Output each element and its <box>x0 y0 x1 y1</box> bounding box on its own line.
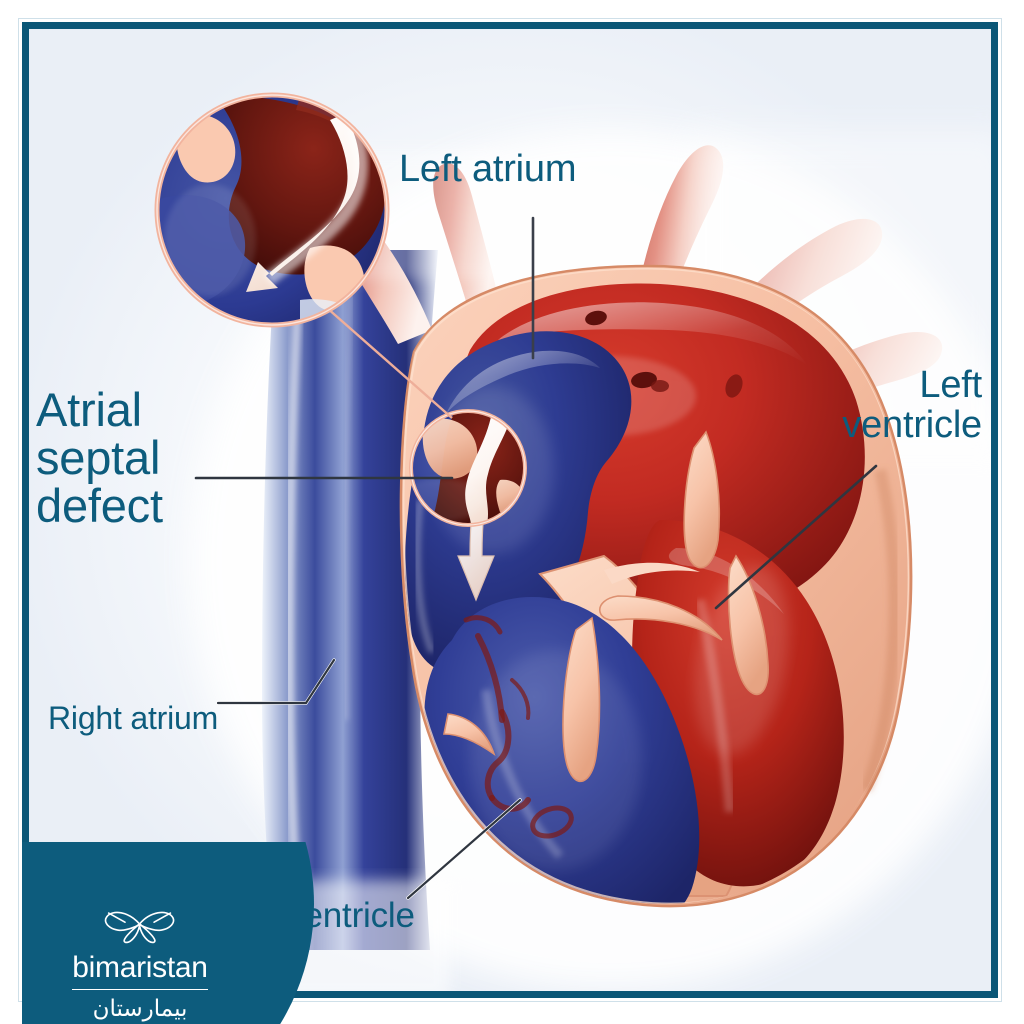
leader-lines <box>194 216 878 900</box>
frame-outer-hairline <box>18 18 1002 1002</box>
brand-wordmark: bimaristan <box>72 951 208 990</box>
label-right-atrium: Right atrium <box>48 700 219 736</box>
brand-badge: bimaristan بيمارستان <box>22 842 314 1024</box>
butterfly-leaf-mark <box>105 911 175 944</box>
brand-badge-disc <box>22 842 314 1024</box>
leader-right-ventricle <box>406 798 522 900</box>
leader-left-ventricle <box>714 464 878 610</box>
brand-wordmark-arabic: بيمارستان <box>92 995 188 1021</box>
defect-magnifier-inset <box>154 92 390 328</box>
leader-right-atrium <box>216 658 336 705</box>
decorative-frame <box>22 22 998 998</box>
label-atrial-septal-defect: Atrial septal defect <box>36 383 163 532</box>
brand-lockup: bimaristan بيمارستان <box>50 904 230 1022</box>
label-left-ventricle: Left ventricle <box>842 364 982 446</box>
label-left-atrium: Left atrium <box>399 148 577 190</box>
magnifier-connector-line <box>317 299 453 419</box>
